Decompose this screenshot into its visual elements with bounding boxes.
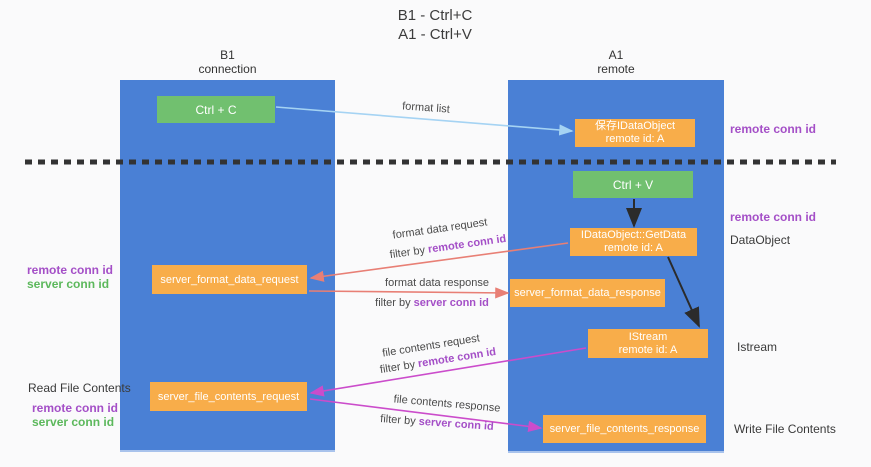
istream-line2: remote id: A [618, 343, 678, 356]
filter-by-text: filter by [375, 297, 411, 309]
getdata-line1: IDataObject::GetData [580, 229, 687, 241]
lifeline-b1-name: B1 [220, 48, 235, 62]
istream-line1: IStream [628, 330, 668, 343]
lifeline-b1-header: B1 connection [120, 48, 335, 76]
label-write-file-contents: Write File Contents [734, 422, 836, 436]
server-file-contents-request-label: server_file_contents_request [157, 390, 300, 403]
lifeline-a1-name: A1 [608, 48, 624, 62]
label-remote-conn-id-left-1: remote conn id [27, 263, 114, 277]
box-save-idataobject: 保存IDataObject remote id: A [575, 119, 695, 147]
box-idataobject-getdata: IDataObject::GetData remote id: A [570, 228, 697, 256]
label-istream: Istream [737, 340, 778, 354]
server-format-data-request-label: server_format_data_request [160, 273, 299, 286]
label-read-file-contents: Read File Contents [28, 381, 131, 395]
lifeline-b1-subtitle: connection [198, 62, 257, 76]
title-line-b1: B1 - Ctrl+C [397, 7, 473, 24]
ctrl-c-label: Ctrl + C [195, 102, 237, 117]
box-server-file-contents-request: server_file_contents_request [150, 382, 307, 411]
label-remote-conn-id-left-2: remote conn id [32, 401, 119, 415]
server-conn-id-emphasis: server conn id [413, 297, 489, 309]
title-line-a1: A1 - Ctrl+V [398, 26, 472, 43]
box-server-file-contents-response: server_file_contents_response [543, 415, 706, 443]
save-idataobject-line2: remote id: A [605, 133, 665, 145]
box-server-format-data-response: server_format_data_response [510, 279, 665, 307]
arrow-getdata-to-istream [667, 256, 700, 328]
label-remote-conn-id-right-1: remote conn id [730, 122, 817, 136]
lifeline-a1-header: A1 remote [508, 48, 724, 76]
ctrl-v-label: Ctrl + V [612, 177, 654, 192]
server-format-data-response-label: server_format_data_response [514, 287, 661, 299]
arrow-file-contents-response [309, 398, 543, 432]
getdata-line2: remote id: A [604, 242, 663, 254]
box-ctrl-c: Ctrl + C [157, 96, 275, 123]
box-ctrl-v: Ctrl + V [573, 171, 693, 198]
filter-by-text: filter by [379, 413, 417, 428]
box-istream: IStream remote id: A [588, 329, 708, 358]
label-format-data-response: format data response [385, 277, 489, 289]
arrow-file-contents-request [309, 347, 587, 397]
box-server-format-data-request: server_format_data_request [152, 265, 307, 294]
label-server-conn-id-left-2: server conn id [32, 415, 115, 429]
arrow-format-list [275, 106, 574, 136]
label-filter-by-server-conn-id-1: filter by server conn id [375, 297, 489, 309]
label-dataobject: DataObject [730, 233, 791, 247]
arrow-format-data-response [308, 287, 510, 299]
save-idataobject-line1: 保存IDataObject [594, 120, 676, 132]
label-server-conn-id-left-1: server conn id [27, 277, 110, 291]
lifeline-a1-subtitle: remote [597, 62, 635, 76]
arrow-format-data-request [309, 242, 569, 282]
server-file-contents-response-label: server_file_contents_response [549, 423, 700, 435]
label-remote-conn-id-right-2: remote conn id [730, 210, 817, 224]
diagram-title: B1 - Ctrl+C A1 - Ctrl+V [300, 6, 570, 44]
